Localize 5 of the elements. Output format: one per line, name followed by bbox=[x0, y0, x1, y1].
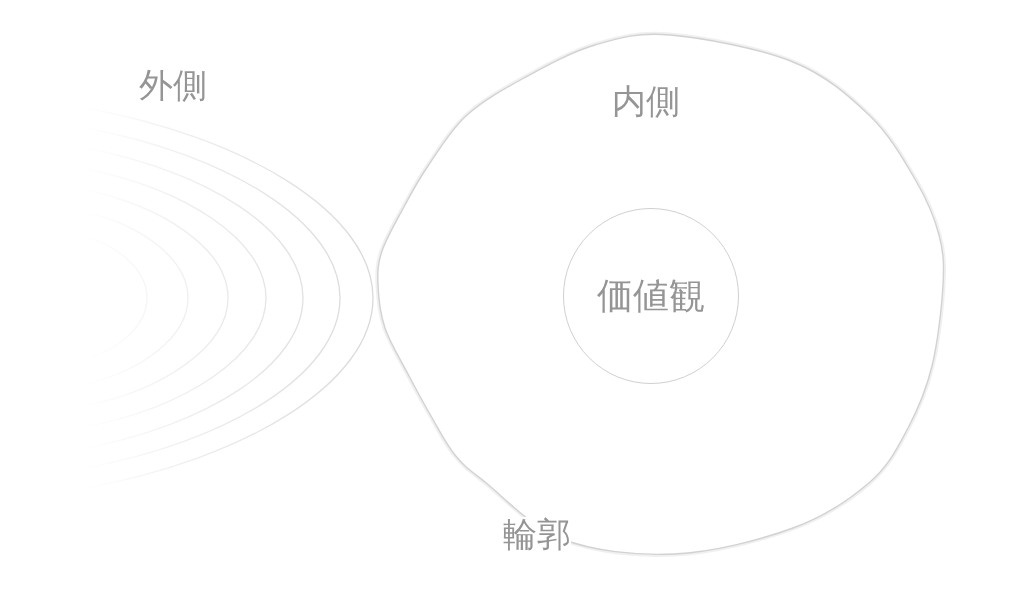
outline-label: 輪郭 bbox=[503, 517, 571, 551]
region-label: 外側 bbox=[139, 68, 207, 102]
node-label: 内側 bbox=[612, 84, 680, 118]
wavy-circle-shape bbox=[374, 32, 946, 558]
node-label: 価値観 bbox=[597, 278, 705, 314]
